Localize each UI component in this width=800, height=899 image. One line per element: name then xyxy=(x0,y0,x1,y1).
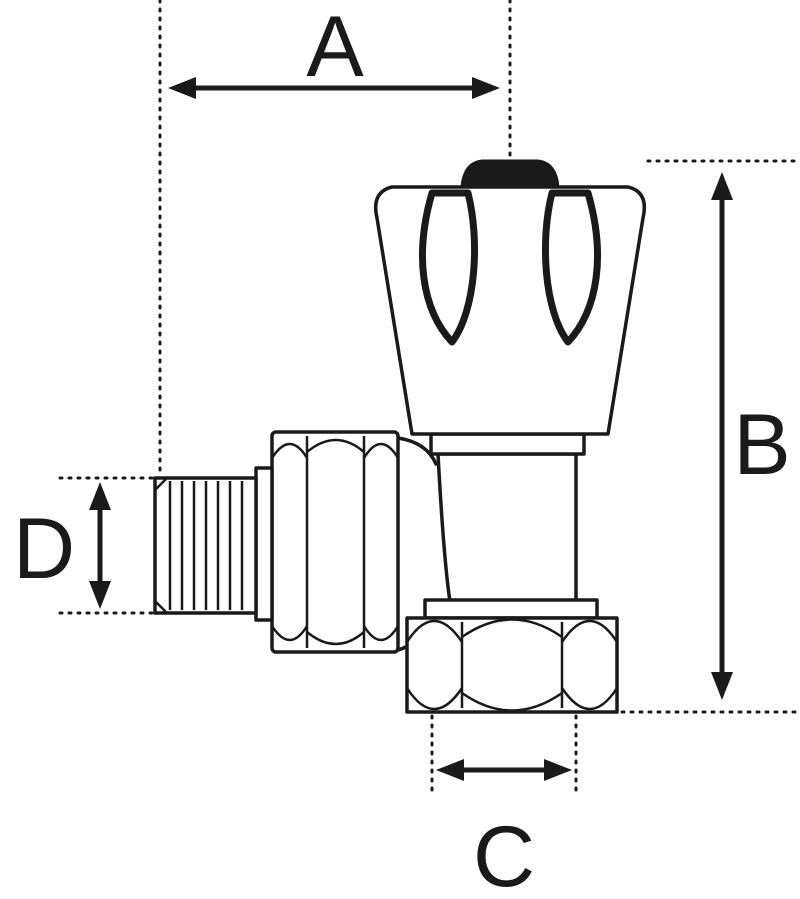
dimension-a: A xyxy=(168,0,500,99)
bottom-nut-chamfer-bottom xyxy=(405,687,619,712)
dimension-label-c: C xyxy=(473,809,535,899)
handwheel-grip-left xyxy=(419,189,479,346)
leader-lines xyxy=(58,0,797,796)
dimension-b-arrowhead-bottom xyxy=(711,672,733,700)
valve-stem xyxy=(436,452,578,604)
male-thread xyxy=(153,466,274,622)
union-nut xyxy=(270,430,400,654)
handwheel-outline xyxy=(373,185,647,436)
dimension-c-arrowhead-right xyxy=(544,759,572,781)
union-nut-outline xyxy=(270,430,400,654)
bottom-connection xyxy=(405,598,619,714)
dimension-b-arrowhead-top xyxy=(711,172,733,200)
bottom-flange xyxy=(423,598,599,620)
thread-chamfer xyxy=(154,478,167,613)
bottom-nut-chamfer-top xyxy=(405,618,619,643)
dimension-d-arrowhead-top xyxy=(89,482,111,510)
handwheel-grip-right xyxy=(541,189,601,346)
dimension-a-arrowhead-right xyxy=(472,77,500,99)
dimension-c: C xyxy=(436,759,572,899)
dimension-label-b: B xyxy=(733,397,790,493)
thread-lines xyxy=(168,481,244,610)
handwheel-top-cap xyxy=(460,159,560,189)
dimension-a-arrowhead-left xyxy=(168,77,196,99)
dimension-b: B xyxy=(711,172,791,700)
valve-drawing xyxy=(153,159,647,714)
handwheel xyxy=(373,159,647,436)
dimension-d: D xyxy=(13,482,111,609)
body-inner-corner-curve xyxy=(396,436,438,466)
bottom-nut xyxy=(405,616,619,714)
dimension-d-arrowhead-bottom xyxy=(89,581,111,609)
dimension-c-arrowhead-left xyxy=(436,759,464,781)
bonnet-collar xyxy=(429,432,586,456)
dimension-label-d: D xyxy=(13,501,75,597)
union-nut-chamfer-bottom xyxy=(270,625,400,646)
thread-collar xyxy=(254,466,274,622)
union-nut-chamfer-top xyxy=(270,438,400,459)
dimension-label-a: A xyxy=(306,0,364,95)
